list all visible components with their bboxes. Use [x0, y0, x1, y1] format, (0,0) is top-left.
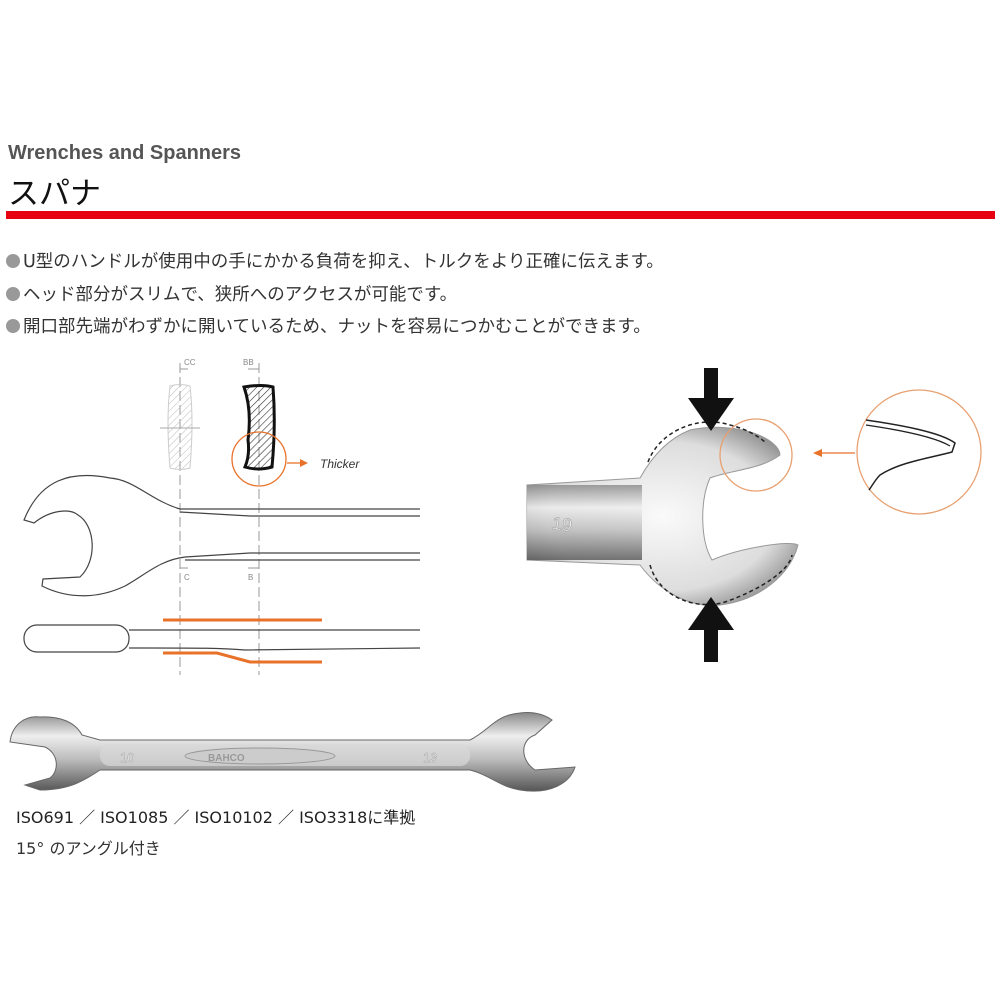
tip-magnified-circle — [856, 389, 982, 515]
title-english: Wrenches and Spanners — [8, 142, 242, 164]
tip-highlight-circle — [719, 418, 793, 492]
feature-item: ヘッド部分がスリムで、狭所へのアクセスが可能です。 — [6, 281, 457, 306]
section-cc-shape — [167, 384, 193, 470]
red-divider — [6, 211, 995, 219]
wrench-head-photo: 19 — [526, 421, 799, 606]
wrench-outline-side — [23, 624, 421, 653]
bullet-icon — [6, 286, 20, 301]
compression-arrows — [688, 368, 734, 662]
thicker-label: Thicker — [320, 457, 360, 471]
size-marking: 19 — [551, 513, 574, 536]
angle-spec: 15° のアングル付き — [16, 839, 161, 858]
bullet-icon — [6, 318, 20, 333]
arrow-right-icon — [300, 459, 308, 467]
label-bb: BB — [243, 358, 254, 367]
bullet-icon — [6, 253, 20, 268]
section-bb-shape — [241, 384, 276, 471]
arrow-up-icon — [688, 597, 734, 630]
arrow-left-icon — [813, 449, 822, 457]
wrench-outline-top — [23, 474, 420, 597]
feature-text: 開口部先端がわずかに開いているため、ナットを容易につかむことができます。 — [23, 317, 651, 337]
double-open-end-wrench-photo: 10 13 BAHCO — [9, 712, 576, 792]
thicker-highlight-circle — [231, 431, 287, 487]
feature-item: 開口部先端がわずかに開いているため、ナットを容易につかむことができます。 — [6, 313, 651, 338]
feature-text: ヘッド部分がスリムで、狭所へのアクセスが可能です。 — [23, 285, 458, 305]
thickness-indicator — [163, 618, 322, 664]
feature-item: U型のハンドルが使用中の手にかかる負荷を抑え、トルクをより正確に伝えます。 — [6, 248, 664, 273]
size-left-marking: 10 — [120, 750, 134, 765]
brand-marking: BAHCO — [208, 753, 245, 764]
size-right-marking: 13 — [423, 750, 437, 765]
title-japanese: スパナ — [8, 176, 101, 212]
standards-compliance: ISO691 ／ ISO1085 ／ ISO10102 ／ ISO3318に準拠 — [16, 808, 416, 827]
label-b: B — [248, 573, 253, 582]
label-c: C — [184, 573, 190, 582]
label-cc: CC — [184, 358, 196, 367]
arrow-down-icon — [688, 398, 734, 431]
feature-text: U型のハンドルが使用中の手にかかる負荷を抑え、トルクをより正確に伝えます。 — [23, 252, 664, 272]
